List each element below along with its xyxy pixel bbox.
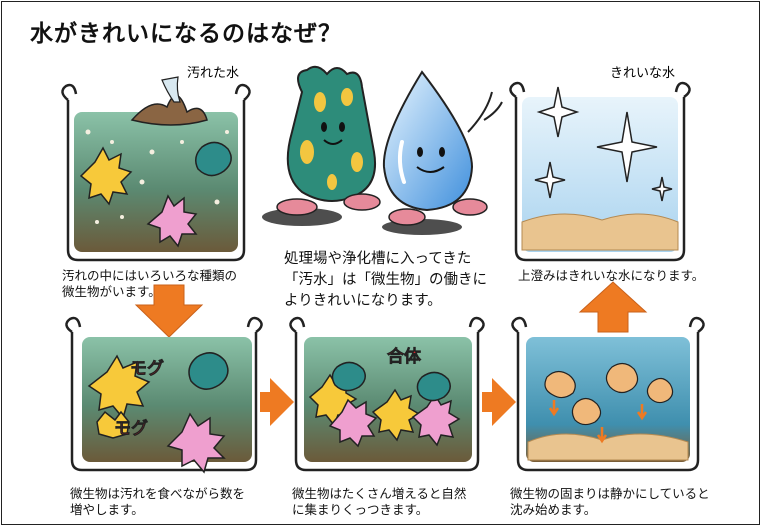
character-microbe: [262, 65, 381, 226]
arrow-down: [134, 284, 204, 338]
arrow-right-2: [482, 378, 516, 426]
sfx-mogu-1: モグ: [130, 358, 164, 379]
label-dirty-water: 汚れた水: [187, 66, 239, 81]
caption-center: 処理場や浄化槽に入ってきた 「汚水」は「微生物」の働きに よりきれいになります。: [284, 251, 487, 309]
caption-step2: 微生物は汚れを食べながら数を 増やします。: [70, 486, 246, 517]
arrow-up: [578, 281, 648, 333]
arrow-right-1: [260, 378, 294, 426]
tank-clean: [509, 81, 691, 262]
sfx-mogu-2: モグ: [114, 418, 148, 439]
tank-settling: [511, 316, 705, 472]
caption-step1: 汚れの中にはいろいろな種類の 微生物がいます。: [62, 268, 238, 299]
sfx-gattai: 合体: [387, 346, 422, 367]
tank-dirty: [61, 76, 251, 262]
tank-gathering: [289, 316, 485, 472]
label-clean-water: きれいな水: [610, 66, 675, 81]
caption-step3: 微生物はたくさん増えると自然 に集まりくっつきます。: [292, 486, 467, 517]
diagram-title: 水がきれいになるのはなぜ？: [30, 21, 342, 47]
character-water-drop: [382, 70, 503, 235]
caption-clean: 上澄みはきれいな水になります。: [518, 268, 705, 283]
tank-eating: [65, 316, 263, 474]
caption-step4: 微生物の固まりは静かにしていると 沈み始めます。: [510, 486, 710, 517]
